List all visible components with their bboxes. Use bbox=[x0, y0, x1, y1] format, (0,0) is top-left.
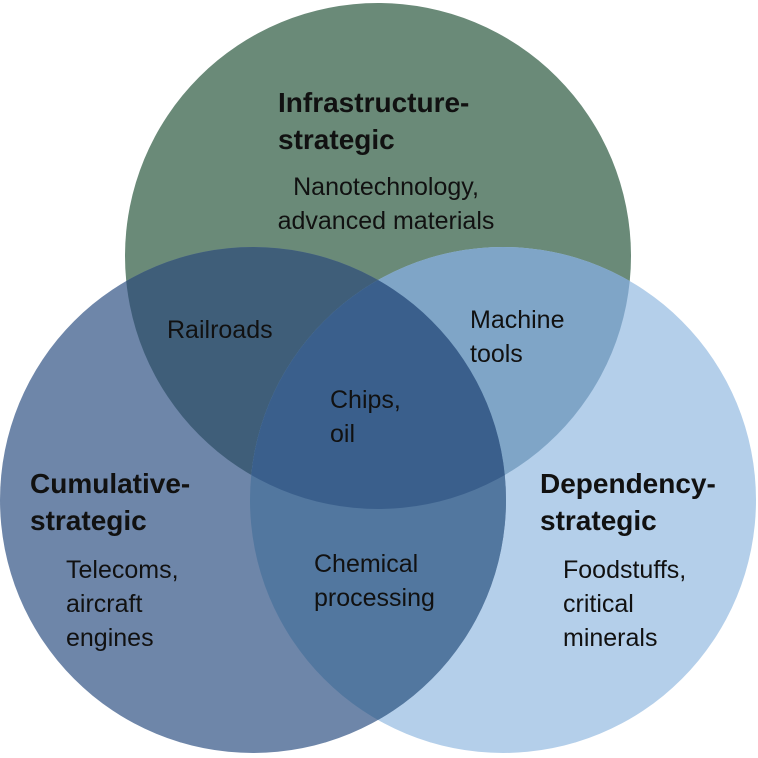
overlap-label-railroads: Railroads bbox=[167, 316, 273, 344]
infrastructure-title: Infrastructure- strategic bbox=[278, 87, 470, 155]
cumulative-examples: Telecoms, aircraft engines bbox=[66, 556, 179, 652]
cumulative-title: Cumulative- strategic bbox=[30, 468, 191, 536]
dependency-examples: Foodstuffs, critical minerals bbox=[563, 556, 687, 652]
infrastructure-examples: Nanotechnology, advanced materials bbox=[277, 173, 495, 235]
dependency-title: Dependency- strategic bbox=[540, 468, 716, 536]
overlap-label-machine-tools: Machine tools bbox=[470, 306, 565, 368]
overlap-label-chemical-processing: Chemical processing bbox=[314, 550, 435, 612]
overlap-label-chips-oil: Chips, oil bbox=[330, 386, 401, 448]
